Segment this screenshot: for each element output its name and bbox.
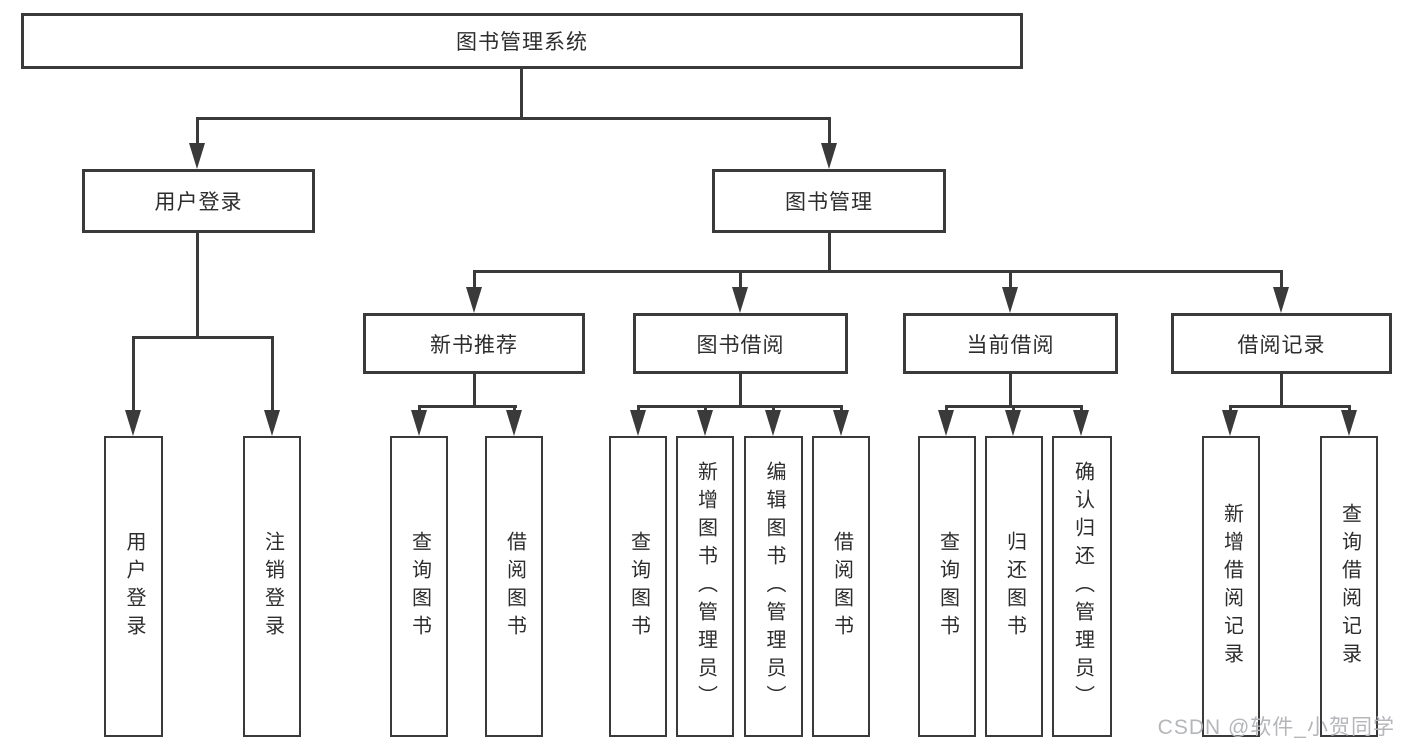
connector-book-management-stem	[828, 233, 831, 273]
leaf-recommend-query-books-label: 查询图书	[408, 530, 431, 643]
arrow-down-icon	[411, 410, 427, 436]
arrow-down-icon	[697, 410, 713, 436]
arrow-down-icon	[938, 410, 954, 436]
connector-borrow-records-stem	[1280, 374, 1283, 408]
node-user-login-label: 用户登录	[154, 191, 243, 214]
connector-root-split	[196, 117, 831, 120]
connector-leaf-stem	[772, 405, 775, 412]
leaf-records-query-record: 查询借阅记录	[1320, 436, 1378, 737]
arrow-down-icon	[1002, 287, 1018, 313]
node-new-book-recommend-label: 新书推荐	[430, 333, 518, 357]
leaf-user-login-label: 用户登录	[123, 530, 145, 643]
connector-leaf-stem	[637, 405, 640, 412]
node-current-borrow-label: 当前借阅	[966, 333, 1055, 357]
connector-leaf-stem	[1348, 405, 1351, 412]
connector-leaf-stem	[1012, 405, 1015, 412]
leaf-records-query-record-label: 查询借阅记录	[1338, 502, 1361, 671]
connector-to-book-management	[828, 120, 831, 144]
csdn-watermark: CSDN @软件_小贺同学	[1157, 716, 1395, 739]
arrow-down-icon	[1222, 410, 1238, 436]
connector-to-borrow-records	[1280, 273, 1283, 289]
arrow-down-icon	[1273, 287, 1289, 313]
node-book-borrow-label: 图书借阅	[696, 333, 785, 357]
node-root: 图书管理系统	[21, 13, 1023, 69]
connector-new-book-recommend-split	[418, 405, 517, 408]
node-book-management-label: 图书管理	[785, 191, 873, 214]
connector-to-new-book-recommend	[473, 273, 476, 289]
connector-leaf-stem	[945, 405, 948, 412]
leaf-records-add-record: 新增借阅记录	[1202, 436, 1260, 737]
leaf-borrow-query-books: 查询图书	[609, 436, 667, 737]
leaf-recommend-query-books: 查询图书	[390, 436, 448, 737]
leaf-logout: 注销登录	[243, 436, 301, 737]
leaf-current-return-books-label: 归还图书	[1003, 530, 1026, 643]
leaf-borrow-borrow-books-label: 借阅图书	[830, 530, 853, 643]
connector-root-stem	[520, 69, 523, 120]
connector-book-borrow-split	[637, 405, 843, 408]
leaf-current-return-books: 归还图书	[985, 436, 1043, 737]
arrow-down-icon	[264, 410, 280, 436]
node-current-borrow: 当前借阅	[903, 313, 1118, 374]
leaf-recommend-borrow-books-label: 借阅图书	[503, 530, 526, 643]
connector-leaf-stem	[704, 405, 707, 412]
connector-leaf-stem	[1080, 405, 1083, 412]
connector-to-leaf-user-login	[132, 339, 135, 411]
arrow-down-icon	[125, 410, 141, 436]
leaf-borrow-edit-books: 编辑图书（管理员）	[744, 436, 803, 737]
leaf-borrow-add-books-label: 新增图书（管理员）	[694, 460, 717, 713]
leaf-borrow-add-books: 新增图书（管理员）	[676, 436, 734, 737]
leaf-current-query-books: 查询图书	[918, 436, 976, 737]
connector-to-leaf-logout	[271, 339, 274, 411]
arrow-down-icon	[732, 287, 748, 313]
leaf-records-add-record-label: 新增借阅记录	[1220, 502, 1243, 671]
node-borrow-records-label: 借阅记录	[1237, 333, 1326, 357]
connector-leaf-stem	[513, 405, 516, 412]
connector-user-login-split	[132, 336, 274, 339]
arrow-down-icon	[506, 410, 522, 436]
connector-book-borrow-stem	[739, 374, 742, 408]
node-new-book-recommend: 新书推荐	[363, 313, 585, 374]
leaf-borrow-borrow-books: 借阅图书	[812, 436, 870, 737]
leaf-user-login: 用户登录	[104, 436, 163, 737]
node-borrow-records: 借阅记录	[1171, 313, 1392, 374]
leaf-recommend-borrow-books: 借阅图书	[485, 436, 543, 737]
leaf-current-query-books-label: 查询图书	[936, 530, 959, 643]
arrow-down-icon	[833, 410, 849, 436]
connector-to-book-borrow	[739, 273, 742, 289]
connector-leaf-stem	[1229, 405, 1232, 412]
connector-borrow-records-split	[1229, 405, 1351, 408]
arrow-down-icon	[1005, 410, 1021, 436]
connector-new-book-recommend-stem	[473, 374, 476, 408]
connector-book-management-split	[473, 270, 1283, 273]
node-book-management: 图书管理	[712, 169, 946, 233]
leaf-current-confirm-return-label: 确认归还（管理员）	[1071, 460, 1094, 713]
node-book-borrow: 图书借阅	[633, 313, 848, 374]
node-root-label: 图书管理系统	[456, 31, 588, 54]
connector-to-current-borrow	[1009, 273, 1012, 289]
connector-user-login-stem	[196, 233, 199, 336]
connector-to-user-login	[196, 120, 199, 144]
leaf-borrow-query-books-label: 查询图书	[627, 530, 650, 643]
arrow-down-icon	[189, 143, 205, 169]
connector-leaf-stem	[840, 405, 843, 412]
node-user-login: 用户登录	[82, 169, 315, 233]
arrow-down-icon	[630, 410, 646, 436]
arrow-down-icon	[1073, 410, 1089, 436]
arrow-down-icon	[821, 143, 837, 169]
arrow-down-icon	[765, 410, 781, 436]
leaf-logout-label: 注销登录	[261, 530, 284, 643]
connector-current-borrow-stem	[1009, 374, 1012, 408]
arrow-down-icon	[466, 287, 482, 313]
arrow-down-icon	[1341, 410, 1357, 436]
leaf-borrow-edit-books-label: 编辑图书（管理员）	[763, 460, 785, 713]
connector-leaf-stem	[418, 405, 421, 412]
leaf-current-confirm-return: 确认归还（管理员）	[1052, 436, 1112, 737]
